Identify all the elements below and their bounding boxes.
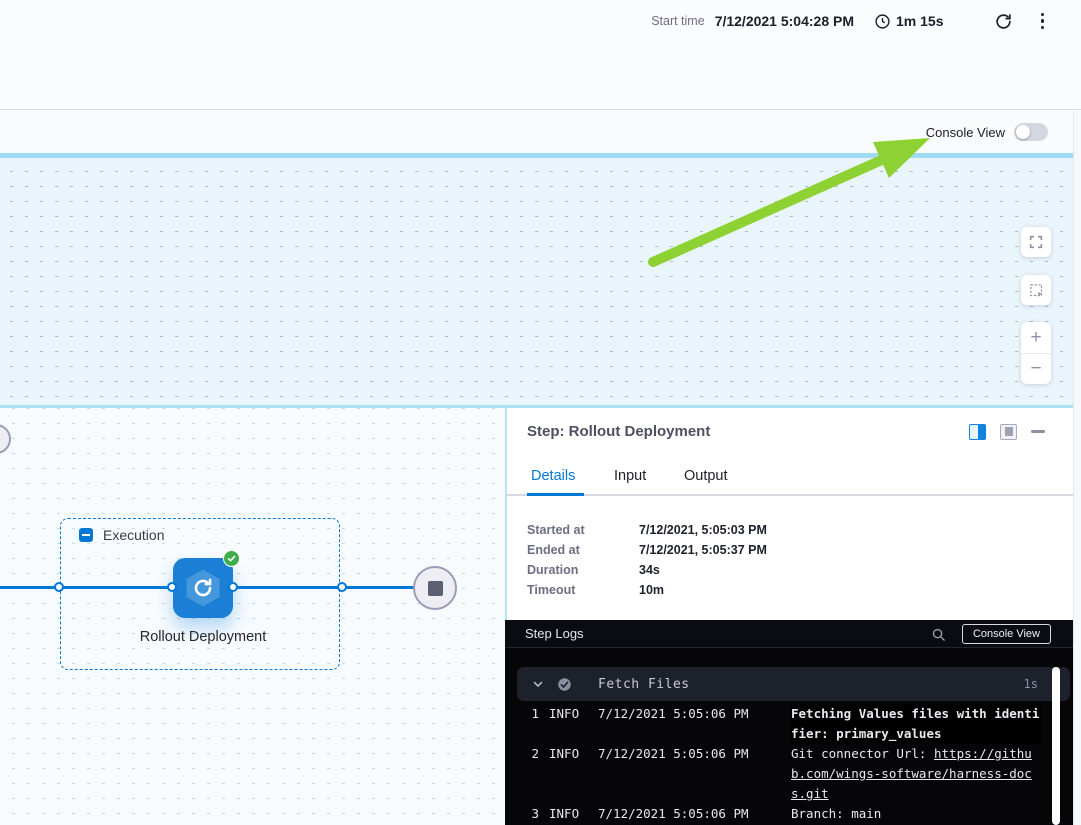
- page-scrollbar-track[interactable]: [1073, 111, 1081, 825]
- console-view-button[interactable]: Console View: [961, 624, 1051, 644]
- log-message: Branch: main: [791, 806, 882, 821]
- log-message: Fetching Values files with identifier: p…: [791, 704, 1041, 744]
- log-line-number: 3: [531, 806, 539, 821]
- log-message: Git connector Url: https://github.com/wi…: [791, 746, 1032, 801]
- detail-label: Ended at: [527, 543, 580, 557]
- log-group-duration: 1s: [1023, 677, 1038, 691]
- panel-tabs: Details Input Output: [507, 455, 1073, 496]
- log-group-header[interactable]: Fetch Files 1s: [517, 667, 1070, 701]
- log-group-name: Fetch Files: [598, 676, 690, 692]
- tab-output[interactable]: Output: [684, 467, 728, 484]
- execution-meta: Start time 7/12/2021 5:04:28 PM 1m 15s: [651, 8, 1048, 34]
- step-success-icon: [557, 677, 572, 692]
- log-timestamp: 7/12/2021 5:05:06 PM: [598, 706, 749, 721]
- collapse-group-icon[interactable]: [79, 528, 93, 542]
- console-view-toggle[interactable]: [1014, 123, 1048, 141]
- search-icon[interactable]: [931, 627, 946, 642]
- pipeline-canvas-upper[interactable]: [0, 158, 1073, 405]
- detail-label: Started at: [527, 523, 585, 537]
- log-row: 1 INFO 7/12/2021 5:05:06 PM Fetching Val…: [517, 704, 1070, 744]
- connector-dot: [337, 582, 347, 592]
- log-level: INFO: [549, 806, 580, 821]
- detail-row: Ended at 7/12/2021, 5:05:37 PM: [527, 540, 767, 560]
- step-logs-title: Step Logs: [525, 626, 584, 641]
- log-line-number: 2: [531, 746, 539, 761]
- step-logs-header: Step Logs Console View: [505, 620, 1073, 648]
- node-label: Rollout Deployment: [139, 629, 267, 645]
- tabs-divider: [507, 494, 1073, 496]
- detail-label: Duration: [527, 563, 579, 577]
- log-timestamp: 7/12/2021 5:05:06 PM: [598, 806, 749, 821]
- logs-scrollbar[interactable]: [1052, 667, 1060, 825]
- active-tab-underline: [527, 493, 584, 496]
- detail-value: 7/12/2021, 5:05:03 PM: [639, 523, 767, 537]
- connector-dot: [54, 582, 64, 592]
- rollout-icon: [194, 578, 212, 597]
- log-line-number: 1: [531, 706, 539, 721]
- view-toolbar: Console View: [0, 111, 1081, 153]
- minimize-panel-icon[interactable]: [1031, 430, 1045, 433]
- clock-icon: [874, 13, 891, 30]
- connector-dot: [167, 582, 177, 592]
- fullscreen-button[interactable]: [1021, 227, 1051, 257]
- panel-title: Step: Rollout Deployment: [527, 423, 711, 440]
- log-row: 2 INFO 7/12/2021 5:05:06 PM Git connecto…: [517, 744, 1070, 804]
- refresh-icon[interactable]: [994, 12, 1013, 31]
- start-time-label: Start time: [651, 14, 705, 28]
- fit-selection-button[interactable]: [1021, 275, 1051, 305]
- panel-header: Step: Rollout Deployment: [507, 408, 1073, 455]
- detail-value: 34s: [639, 563, 660, 577]
- log-timestamp: 7/12/2021 5:05:06 PM: [598, 746, 749, 761]
- log-level: INFO: [549, 706, 580, 721]
- docked-view-icon[interactable]: [1000, 423, 1017, 440]
- detail-value: 10m: [639, 583, 665, 597]
- detail-value: 7/12/2021, 5:05:37 PM: [639, 543, 767, 557]
- duration-value: 1m 15s: [896, 13, 944, 29]
- duration-wrap: 1m 15s: [874, 13, 944, 30]
- stop-square-icon: [427, 580, 443, 596]
- pipeline-canvas-lower[interactable]: [0, 408, 505, 825]
- log-lines: 1 INFO 7/12/2021 5:05:06 PM Fetching Val…: [517, 704, 1070, 824]
- canvas-mid-divider: [0, 405, 1073, 408]
- tab-details[interactable]: Details: [531, 467, 576, 484]
- detail-row: Duration 34s: [527, 560, 767, 580]
- git-url-link[interactable]: https://github.com/wings-software/harnes…: [791, 746, 1032, 801]
- chevron-down-icon: [532, 678, 544, 690]
- pipeline-end-node[interactable]: [413, 566, 457, 610]
- detail-row: Started at 7/12/2021, 5:05:03 PM: [527, 520, 767, 540]
- more-options-icon[interactable]: [1037, 11, 1049, 32]
- execution-group-label: Execution: [103, 527, 165, 543]
- tab-input[interactable]: Input: [614, 467, 647, 484]
- zoom-in-button[interactable]: +: [1030, 326, 1042, 348]
- start-time-value: 7/12/2021 5:04:28 PM: [714, 13, 855, 29]
- canvas-controls: + −: [1021, 227, 1051, 384]
- canvas-top-divider: [0, 153, 1073, 158]
- execution-group: Execution: [60, 518, 340, 670]
- detail-label: Timeout: [527, 583, 576, 597]
- log-row: 3 INFO 7/12/2021 5:05:06 PM Branch: main: [517, 804, 1070, 824]
- split-view-icon[interactable]: [969, 423, 986, 440]
- step-logs-panel: Step Logs Console View: [505, 620, 1073, 825]
- detail-row: Timeout 10m: [527, 580, 767, 600]
- toggle-knob: [1016, 125, 1030, 139]
- zoom-controls: + −: [1021, 322, 1051, 384]
- console-view-label: Console View: [925, 124, 1005, 140]
- success-check-icon: [223, 550, 240, 567]
- rollout-deployment-node[interactable]: [173, 558, 233, 618]
- top-bar: Start time 7/12/2021 5:04:28 PM 1m 15s: [0, 0, 1081, 110]
- zoom-out-button[interactable]: −: [1021, 353, 1051, 384]
- details-list: Started at 7/12/2021, 5:05:03 PM Ended a…: [527, 520, 767, 600]
- log-level: INFO: [549, 746, 580, 761]
- connector-dot: [228, 582, 238, 592]
